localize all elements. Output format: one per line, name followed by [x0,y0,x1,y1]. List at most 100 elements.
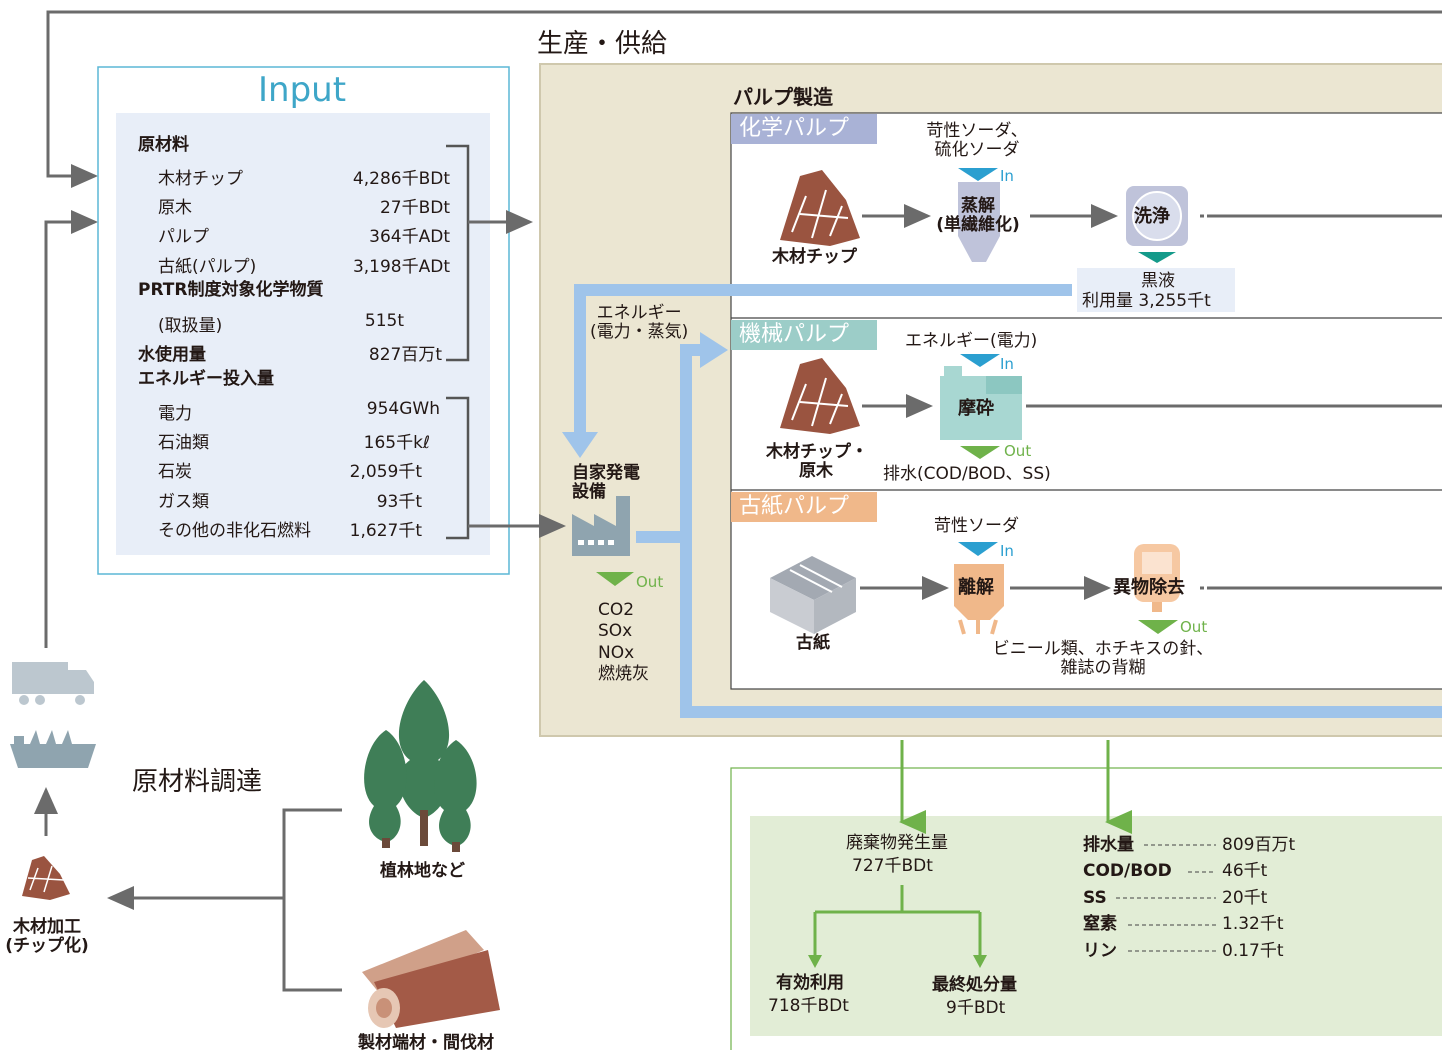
final-disposal-value: 9千BDt [946,998,1006,1018]
power-plant-label: 自家発電 設備 [572,463,640,502]
energy-flow-label: エネルギー (電力・蒸気) [590,303,689,342]
input-panel [116,113,490,555]
wood-processing-label: 木材加工 (チップ化) [5,917,89,956]
input-row-label: 石炭 [158,462,192,482]
factory-icon [572,496,634,586]
input-row: 原木 27千BDt [158,193,450,218]
effluent-label: リン [1083,941,1117,961]
input-row-label: 原木 [158,198,192,218]
wash-label: 洗浄 [1134,206,1170,227]
raw-materials-heading: 原材料 [138,135,189,155]
input-row: 電力 954GWh [158,399,440,424]
input-row: 木材チップ 4,286千BDt [158,164,450,189]
recycled-raw-label: 古紙 [796,633,830,653]
effective-use-label: 有効利用 [776,973,844,993]
input-row-value: 93千t [376,492,422,512]
input-row-label: 石油類 [158,433,209,453]
input-row: 古紙(パルプ) 3,198千ADt [158,252,450,277]
chemical-pulp-tag: 化学パルプ [739,116,850,141]
mill-waste-label: 製材端材・間伐材 [358,1033,494,1053]
tree-icon [364,680,477,852]
input-row-value: 364千ADt [369,227,450,247]
input-row-label: ガス類 [158,492,209,512]
input-row-value: 3,198千ADt [352,257,450,277]
effluent-label: SS [1083,888,1107,908]
input-row: 水使用量 827百万t [138,340,442,365]
recycled-pulp-tag: 古紙パルプ [739,494,850,519]
grinder-icon [940,354,1022,459]
waste-label: 廃棄物発生量 [846,833,948,853]
wood-chip-icon-small [22,856,70,900]
grind-label: 摩砕 [958,398,994,419]
input-title: Input [258,70,347,110]
mech-raw-label: 木材チップ・ 原木 [766,442,868,481]
input-row: (取扱量) 515t [158,311,404,336]
mech-effluent-label: 排水(COD/BOD、SS) [883,464,1051,484]
black-liquor-use: 利用量 3,255千t [1082,291,1211,311]
chemical-pulp-chemicals: 苛性ソーダ、 硫化ソーダ [926,121,1028,160]
chem-in-label: In [1000,167,1014,185]
water-value: 827百万t [368,345,442,365]
screen-icon [1134,544,1180,634]
input-row-label: その他の非化石燃料 [158,521,311,541]
effluent-value: 46千t [1222,861,1268,881]
mech-in-label: In [1000,355,1014,373]
pulp-making-title: パルプ製造 [733,85,833,109]
procurement-title: 原材料調達 [132,767,263,797]
digest-label: 蒸解 (単繊維化) [936,196,1020,235]
washer-icon [1126,186,1188,263]
power-emissions: CO2 SOx NOx 燃焼灰 [598,600,649,684]
input-row: その他の非化石燃料 1,627千t [158,516,422,541]
effluent-value: 0.17千t [1222,941,1284,961]
input-row-label: 古紙(パルプ) [158,257,257,277]
input-row-value: 2,059千t [349,462,422,482]
input-row: 石油類 165千kℓ [158,428,430,453]
effluent-value: 20千t [1222,888,1268,908]
input-row-value: 515t [364,311,404,331]
prtr-heading: PRTR制度対象化学物質 [138,280,324,300]
input-row: パルプ 364千ADt [158,222,450,247]
input-row: 石炭 2,059千t [158,457,422,482]
pulper-icon [954,542,1004,635]
final-disposal-label: 最終処分量 [932,975,1017,995]
waste-value: 727千BDt [852,856,933,876]
wood-chip-icon-mech [780,358,860,434]
digester-icon [958,168,1000,262]
mech-energy-label: エネルギー(電力) [905,331,1038,351]
removal-label: 異物除去 [1113,577,1185,598]
effluent-label: 窒素 [1083,914,1117,934]
recycled-out-label: Out [1180,618,1208,636]
ship-icon [10,730,96,768]
mech-out-label: Out [1004,442,1032,460]
input-row-value: 165千kℓ [363,433,430,453]
input-row-value: 954GWh [366,399,440,419]
production-section-title: 生産・供給 [537,29,668,59]
energy-heading: エネルギー投入量 [138,369,274,389]
input-row-value: 4,286千BDt [352,169,450,189]
disintegrate-label: 離解 [958,577,994,598]
effluent-label: 排水量 [1083,835,1134,855]
output-panel [750,816,1442,1036]
supply-line [44,210,98,648]
black-liquor-label: 黒液 [1141,271,1175,291]
truck-icon [12,662,94,705]
input-row-label: (取扱量) [158,316,223,336]
chem-raw-label: 木材チップ [772,247,857,267]
mechanical-pulp-tag: 機械パルプ [739,322,850,347]
effluent-label: COD/BOD [1083,861,1172,881]
input-row-label: パルプ [158,227,209,247]
recycled-in-label: In [1000,542,1014,560]
top-return-line [46,10,1442,188]
input-row: ガス類 93千t [158,487,422,512]
water-label: 水使用量 [138,345,206,365]
effluent-value: 1.32千t [1222,914,1284,934]
log-icon [362,930,500,1028]
waste-paper-icon [770,556,856,634]
input-row-label: 木材チップ [158,169,243,189]
input-row-label: 電力 [158,404,192,424]
wood-chip-icon-chem [780,170,860,246]
effluent-value: 809百万t [1222,835,1296,855]
input-row-value: 27千BDt [379,198,450,218]
plantation-label: 植林地など [380,861,465,881]
